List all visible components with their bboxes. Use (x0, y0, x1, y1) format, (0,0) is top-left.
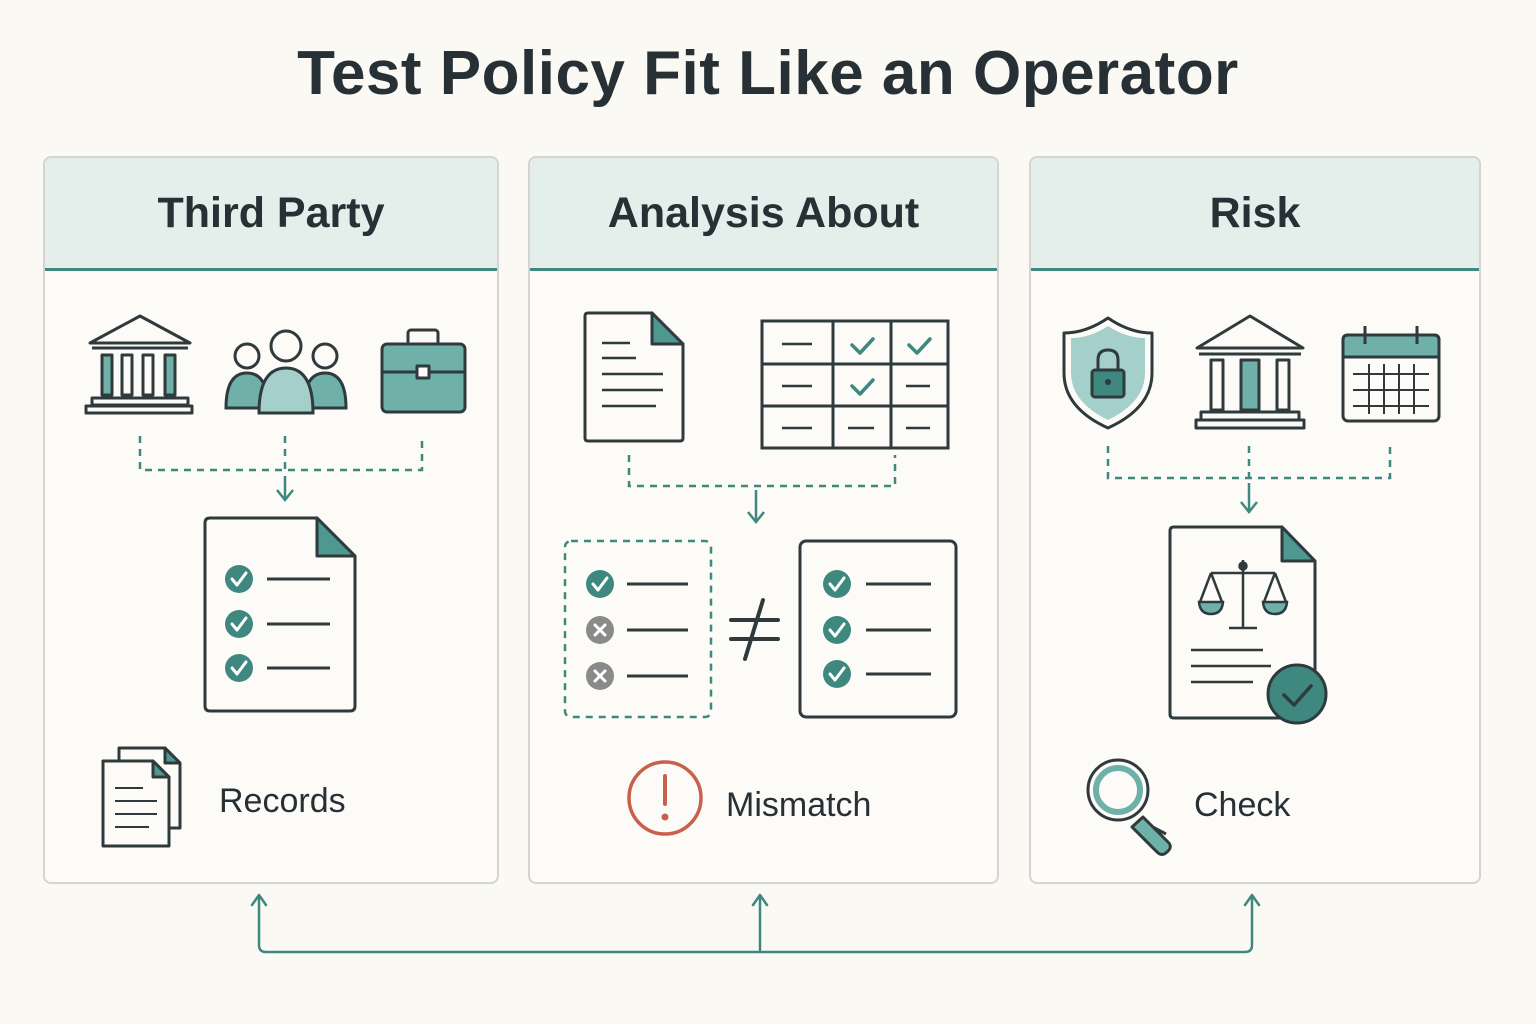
alert-circle-icon (627, 760, 703, 836)
feedback-connector (250, 893, 1261, 954)
arrowhead-center (751, 893, 769, 907)
document-icon (583, 311, 685, 443)
arrowhead-right (1243, 893, 1261, 907)
panel-heading: Third Party (45, 158, 497, 271)
shield-lock-icon (1062, 316, 1154, 430)
full-checklist-icon (798, 539, 958, 719)
not-equal-icon (729, 598, 780, 661)
footer-label-records: Records (219, 782, 346, 820)
connector-arrow (627, 455, 897, 525)
check-grid-icon (760, 319, 950, 450)
panel-third-party-illustration (84, 314, 467, 848)
panel-analysis-about: Analysis About (528, 156, 999, 884)
stacked-documents-icon (101, 746, 182, 848)
footer-label-mismatch: Mismatch (726, 786, 872, 824)
briefcase-icon (380, 328, 467, 414)
panel-third-party: Third Party (43, 156, 499, 884)
connector-arrow (1106, 446, 1392, 515)
calendar-icon (1341, 326, 1441, 423)
footer-label-check: Check (1194, 786, 1291, 824)
checklist-document-icon (203, 516, 357, 713)
partial-checklist-icon (563, 539, 713, 719)
panel-risk-illustration (1062, 314, 1441, 856)
panel-heading: Analysis About (530, 158, 997, 271)
magnifier-icon (1086, 758, 1172, 856)
bank-icon (84, 314, 194, 415)
connector-arrow (138, 436, 424, 503)
bank-icon (1194, 314, 1306, 430)
panel-risk: Risk (1029, 156, 1481, 884)
page-title: Test Policy Fit Like an Operator (297, 39, 1239, 108)
panel-heading: Risk (1031, 158, 1479, 271)
arrowhead-left (250, 893, 268, 907)
legal-scale-document-icon (1168, 525, 1328, 725)
panel-analysis-illustration (563, 311, 958, 836)
people-group-icon (224, 329, 348, 415)
